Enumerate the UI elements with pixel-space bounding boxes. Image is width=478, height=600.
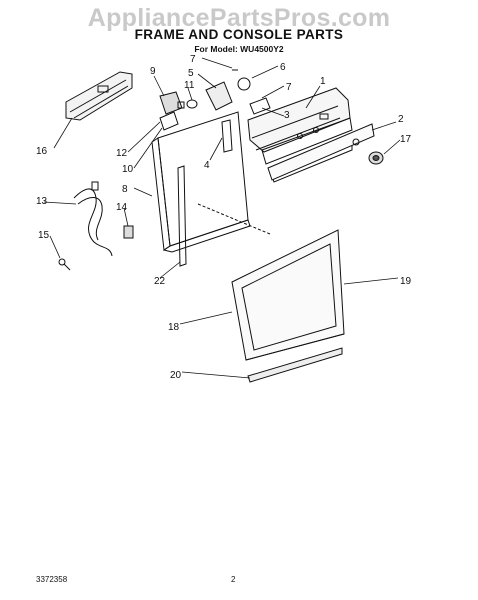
trim-strip: [247, 347, 343, 383]
callout-2: 2: [398, 114, 404, 125]
model-subtitle: For Model: WU4500Y2: [194, 44, 284, 54]
callout-1: 1: [320, 76, 326, 87]
callout-13: 13: [36, 196, 48, 207]
callout-11: 11: [184, 80, 195, 91]
callout-18: 18: [168, 322, 180, 333]
callout-22: 22: [154, 276, 166, 287]
document-number: 3372358: [36, 575, 68, 584]
switch-assembly: [205, 69, 271, 153]
callout-3: 3: [284, 110, 290, 121]
screw: [58, 258, 71, 271]
callout-5: 5: [188, 68, 194, 79]
callout-14: 14: [116, 202, 128, 213]
callout-15: 15: [38, 230, 50, 241]
callout-7a: 7: [190, 54, 196, 65]
knob: [368, 151, 384, 165]
callout-19: 19: [400, 276, 412, 287]
watermark: AppliancePartsPros.com: [87, 4, 391, 32]
console-panel: [267, 123, 375, 181]
wire-harness: [73, 181, 113, 257]
console-bracket: [65, 71, 133, 121]
door-frame: [151, 111, 251, 253]
callout-17: 17: [400, 134, 412, 145]
switch: [123, 225, 134, 239]
callout-10: 10: [122, 164, 134, 175]
door-panel: [231, 229, 345, 361]
callout-8: 8: [122, 184, 128, 195]
callout-4: 4: [204, 160, 210, 171]
latch-assembly: [159, 91, 198, 131]
callout-16: 16: [36, 146, 48, 157]
page-title: FRAME AND CONSOLE PARTS: [134, 27, 344, 42]
callout-7b: 7: [286, 82, 292, 93]
page-number: 2: [231, 575, 236, 584]
callout-12: 12: [116, 148, 128, 159]
callout-9: 9: [150, 66, 156, 77]
callout-6: 6: [280, 62, 286, 73]
callout-20: 20: [170, 370, 182, 381]
side-strip: [177, 165, 187, 267]
